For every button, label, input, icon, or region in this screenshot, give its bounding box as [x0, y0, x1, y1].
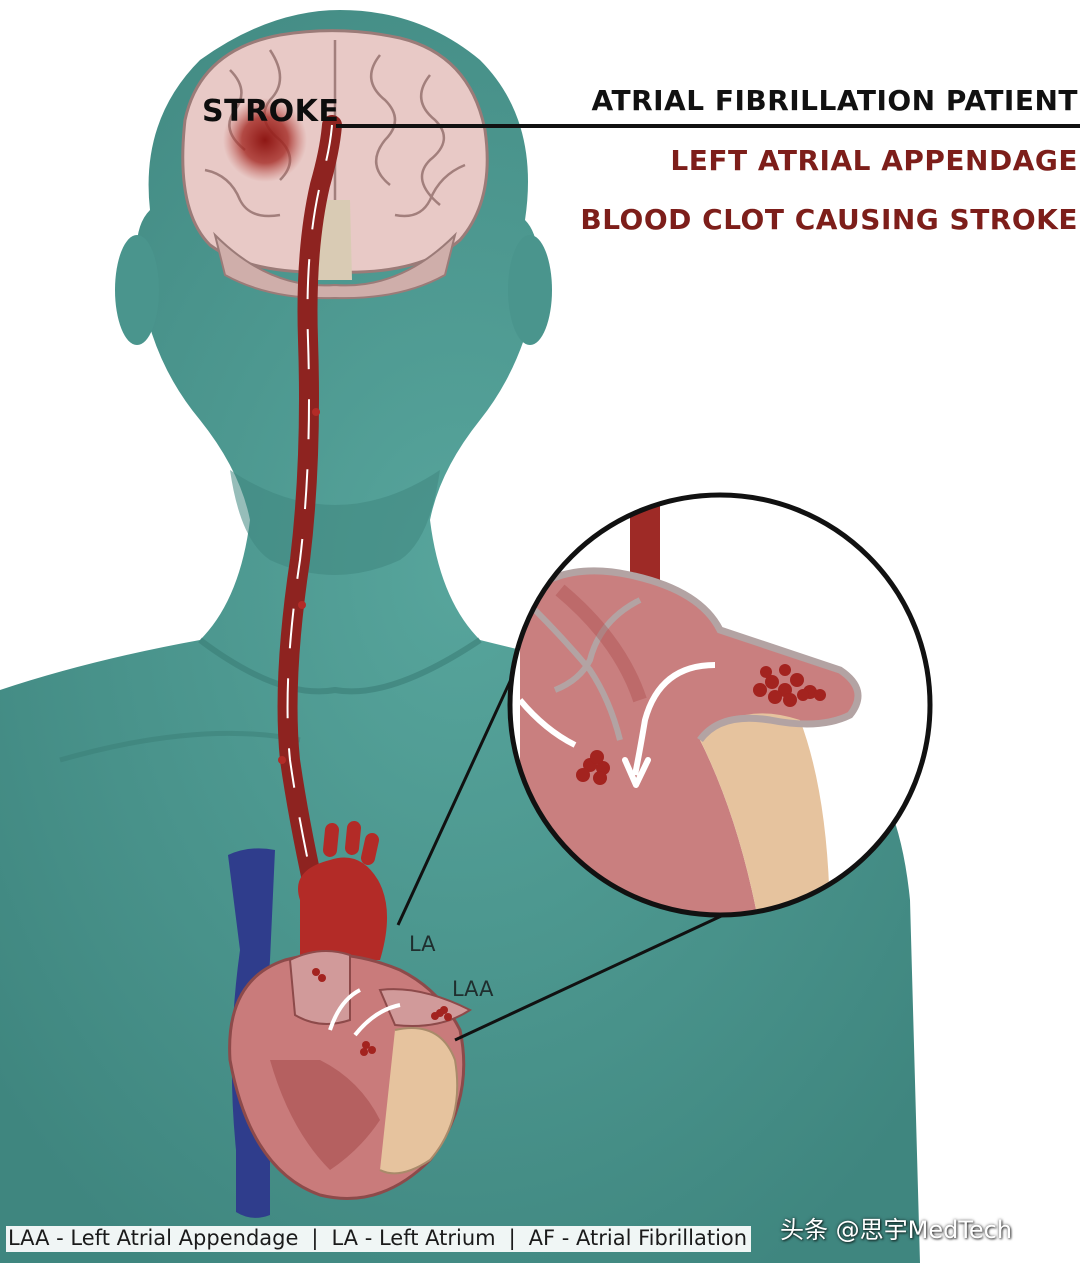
watermark: 头条 @思宇MedTech — [780, 1216, 1013, 1244]
laa-legend: LEFT ATRIAL APPENDAGE — [670, 144, 1078, 177]
footer-separator: | — [311, 1226, 319, 1250]
la-label: LA — [409, 932, 436, 956]
footer-laa-definition: LAA - Left Atrial Appendage — [8, 1226, 299, 1250]
clot-legend: BLOOD CLOT CAUSING STROKE — [580, 203, 1078, 236]
abbreviation-footer: LAA - Left Atrial Appendage | LA - Left At… — [6, 1226, 752, 1252]
footer-la-definition: LA - Left Atrium — [331, 1226, 496, 1250]
patient-title: ATRIAL FIBRILLATION PATIENT — [591, 84, 1078, 117]
zoom-line-bottom — [454, 896, 761, 1042]
stroke-label: STROKE — [202, 94, 340, 129]
footer-af-definition: AF - Atrial Fibrillation — [528, 1226, 748, 1250]
laa-label: LAA — [452, 977, 494, 1001]
carotid-artery — [277, 115, 342, 935]
body-silhouette — [0, 10, 920, 1263]
footer-separator: | — [508, 1226, 516, 1250]
heart — [228, 821, 472, 1200]
laa-zoom-circle — [507, 492, 933, 918]
